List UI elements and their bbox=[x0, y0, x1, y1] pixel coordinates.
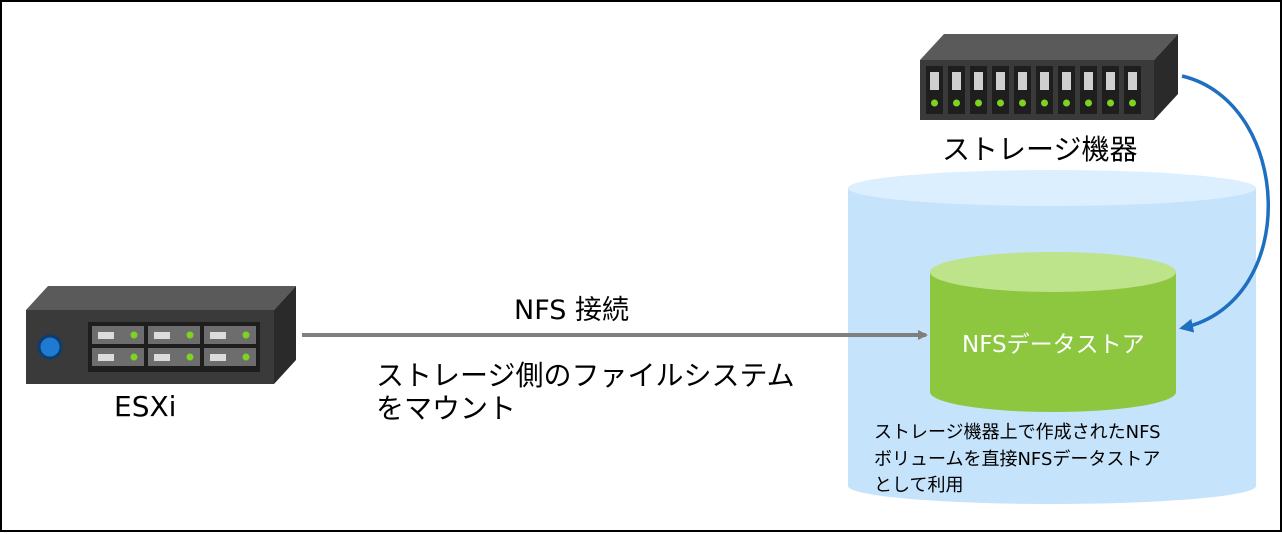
drive-slot bbox=[930, 72, 939, 90]
nfs-datastore-cylinder bbox=[930, 252, 1176, 412]
drive-slot bbox=[1128, 72, 1137, 90]
drive-led bbox=[1019, 99, 1026, 107]
drive-led bbox=[1129, 99, 1136, 107]
provision-arrow bbox=[1179, 74, 1270, 333]
datastore-label: NFSデータストア bbox=[962, 332, 1145, 358]
datastore-description-line1: ストレージ機器上で作成されたNFS bbox=[874, 422, 1161, 443]
datastore-description-line2: ボリュームを直接NFSデータストア bbox=[874, 449, 1161, 470]
drive-slot bbox=[996, 72, 1005, 90]
drive-slot bbox=[1106, 72, 1115, 90]
mount-description-line1: ストレージ側のファイルシステム bbox=[376, 359, 795, 392]
drive-led bbox=[931, 99, 938, 107]
drive-led bbox=[975, 99, 982, 107]
drive-slot bbox=[1040, 72, 1049, 90]
drive-slot bbox=[952, 72, 961, 90]
server-icon bbox=[26, 286, 296, 384]
drive-led bbox=[1085, 99, 1092, 107]
drive-led bbox=[1107, 99, 1114, 107]
connection-label: NFS 接続 bbox=[514, 295, 629, 326]
mount-description-line2: をマウント bbox=[376, 392, 517, 425]
esxi-label: ESXi bbox=[114, 390, 177, 423]
drive-led bbox=[1063, 99, 1070, 107]
drive-slot bbox=[1062, 72, 1071, 90]
drive-slot bbox=[1018, 72, 1027, 90]
drive-slot bbox=[974, 72, 983, 90]
drive-led bbox=[953, 99, 960, 107]
drive-led bbox=[1041, 99, 1048, 107]
drive-led bbox=[997, 99, 1004, 107]
storage-array-icon bbox=[920, 34, 1178, 120]
storage-device-label: ストレージ機器 bbox=[942, 133, 1138, 166]
drive-slot bbox=[1084, 72, 1093, 90]
datastore-description-line3: として利用 bbox=[874, 475, 964, 496]
